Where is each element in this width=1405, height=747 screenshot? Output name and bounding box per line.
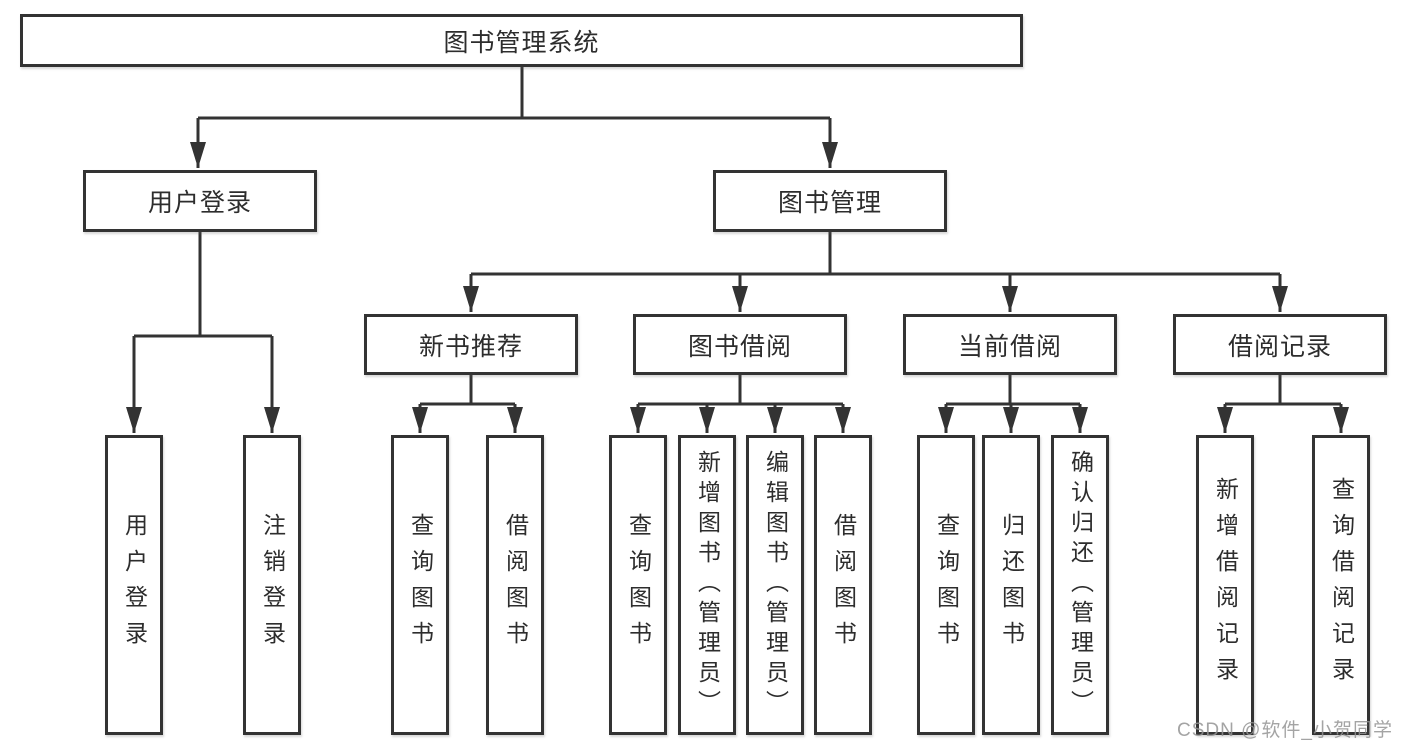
leaf-add-book-admin: 新增图书（管理员） [678, 435, 736, 735]
leaf-add-borrow-record: 新增借阅记录 [1196, 435, 1254, 735]
leaf-edit-book-admin: 编辑图书（管理员） [746, 435, 804, 735]
node-book-management: 图书管理 [713, 170, 947, 232]
leaf-user-login: 用户登录 [105, 435, 163, 735]
node-current-borrowing: 当前借阅 [903, 314, 1117, 375]
node-library-system: 图书管理系统 [20, 14, 1023, 67]
node-label: 归还图书 [998, 513, 1025, 657]
node-label: 查询图书 [933, 513, 960, 657]
node-label: 图书借阅 [687, 332, 792, 361]
node-label: 借阅记录 [1227, 332, 1332, 361]
node-book-borrowing: 图书借阅 [633, 314, 847, 375]
node-label: 查询借阅记录 [1328, 477, 1355, 693]
node-new-book-recommend: 新书推荐 [364, 314, 578, 375]
node-label: 新增借阅记录 [1212, 477, 1239, 693]
leaf-query-borrow-record: 查询借阅记录 [1312, 435, 1370, 735]
node-label: 用户登录 [121, 513, 148, 657]
node-label: 编辑图书（管理员） [762, 450, 789, 720]
node-label: 新书推荐 [418, 332, 523, 361]
node-borrowing-records: 借阅记录 [1173, 314, 1387, 375]
node-label: 借阅图书 [502, 513, 529, 657]
leaf-return-book: 归还图书 [982, 435, 1040, 735]
leaf-logout: 注销登录 [243, 435, 301, 735]
node-user-login: 用户登录 [83, 170, 317, 232]
node-label: 当前借阅 [957, 332, 1062, 361]
leaf-query-books-recommend: 查询图书 [391, 435, 449, 735]
node-label: 新增图书（管理员） [694, 450, 721, 720]
leaf-query-books-current: 查询图书 [917, 435, 975, 735]
node-label: 查询图书 [625, 513, 652, 657]
node-label: 图书管理 [777, 189, 882, 217]
node-label: 用户登录 [147, 189, 252, 217]
node-label: 借阅图书 [830, 513, 857, 657]
csdn-watermark: CSDN @软件_小贺同学 [1177, 720, 1393, 741]
leaf-query-books-borrow: 查询图书 [609, 435, 667, 735]
node-label: 查询图书 [407, 513, 434, 657]
node-label: 图书管理系统 [443, 28, 600, 57]
node-label: 确认归还（管理员） [1067, 450, 1094, 720]
node-label: 注销登录 [259, 513, 286, 657]
leaf-borrow-books-recommend: 借阅图书 [486, 435, 544, 735]
leaf-borrow-books: 借阅图书 [814, 435, 872, 735]
leaf-confirm-return-admin: 确认归还（管理员） [1051, 435, 1109, 735]
